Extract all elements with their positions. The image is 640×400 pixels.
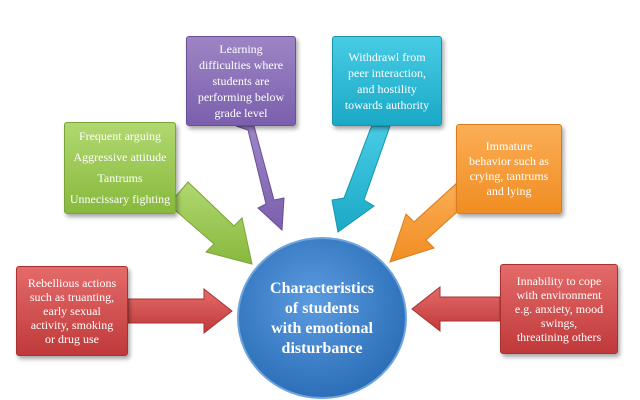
box-line: threatining others: [516, 330, 602, 344]
box-learning-difficulties: Learning difficulties where students are…: [186, 36, 296, 126]
box-line: grade level: [214, 106, 268, 120]
center-line: with emotional: [271, 320, 373, 337]
arrow-teal: [331, 125, 391, 233]
box-immature-behavior: Immature behavior such as crying, tantru…: [456, 124, 562, 214]
box-line: Rebellious actions: [27, 276, 117, 290]
box-line: Tantrums: [97, 171, 143, 185]
arrow-purple: [235, 125, 285, 232]
box-inability-to-cope: Innability to cope with environment e.g.…: [500, 264, 618, 354]
box-line: Learning: [219, 42, 263, 56]
box-line: behavior such as: [469, 154, 549, 168]
box-line: peer interaction,: [348, 66, 426, 80]
box-line: with environment: [516, 288, 602, 302]
box-line: early sexual: [43, 304, 101, 318]
box-line: students are: [212, 74, 270, 88]
center-title: Characteristics of students with emotion…: [240, 244, 404, 394]
box-line: towards authority: [344, 98, 430, 112]
box-withdrawl: Withdrawl from peer interaction, and hos…: [332, 36, 442, 126]
box-line: and hostility: [357, 82, 417, 96]
box-line: swings,: [540, 316, 578, 330]
arrow-left-red: [127, 287, 233, 335]
box-line: Aggressive attitude: [73, 150, 167, 164]
box-line: activity, smoking: [30, 318, 114, 332]
box-line: such as truanting,: [29, 290, 115, 304]
arrow-green: [167, 181, 253, 265]
center-circle: [237, 237, 407, 399]
box-line: e.g. anxiety, mood: [514, 302, 604, 316]
box-line: Unnecissary fighting: [69, 192, 171, 206]
box-line: or drug use: [45, 332, 99, 346]
center-line: disturbance: [281, 340, 363, 357]
box-line: and lying: [486, 184, 532, 198]
box-line: Immature: [485, 139, 533, 153]
arrow-orange: [389, 181, 471, 263]
box-line: crying, tantrums: [469, 169, 549, 183]
box-line: Withdrawl from: [348, 50, 426, 64]
center-line: of students: [284, 300, 360, 317]
box-line: Frequent arguing: [78, 129, 162, 143]
center-line: Characteristics: [270, 280, 374, 297]
box-line: difficulties where: [198, 58, 284, 72]
arrow-right-red: [411, 285, 501, 333]
box-line: performing below: [197, 90, 285, 104]
box-frequent-arguing: Frequent arguing Aggressive attitude Tan…: [64, 122, 176, 214]
box-rebellious-actions: Rebellious actions such as truanting, ea…: [16, 266, 128, 356]
box-line: Innability to cope: [516, 274, 602, 288]
